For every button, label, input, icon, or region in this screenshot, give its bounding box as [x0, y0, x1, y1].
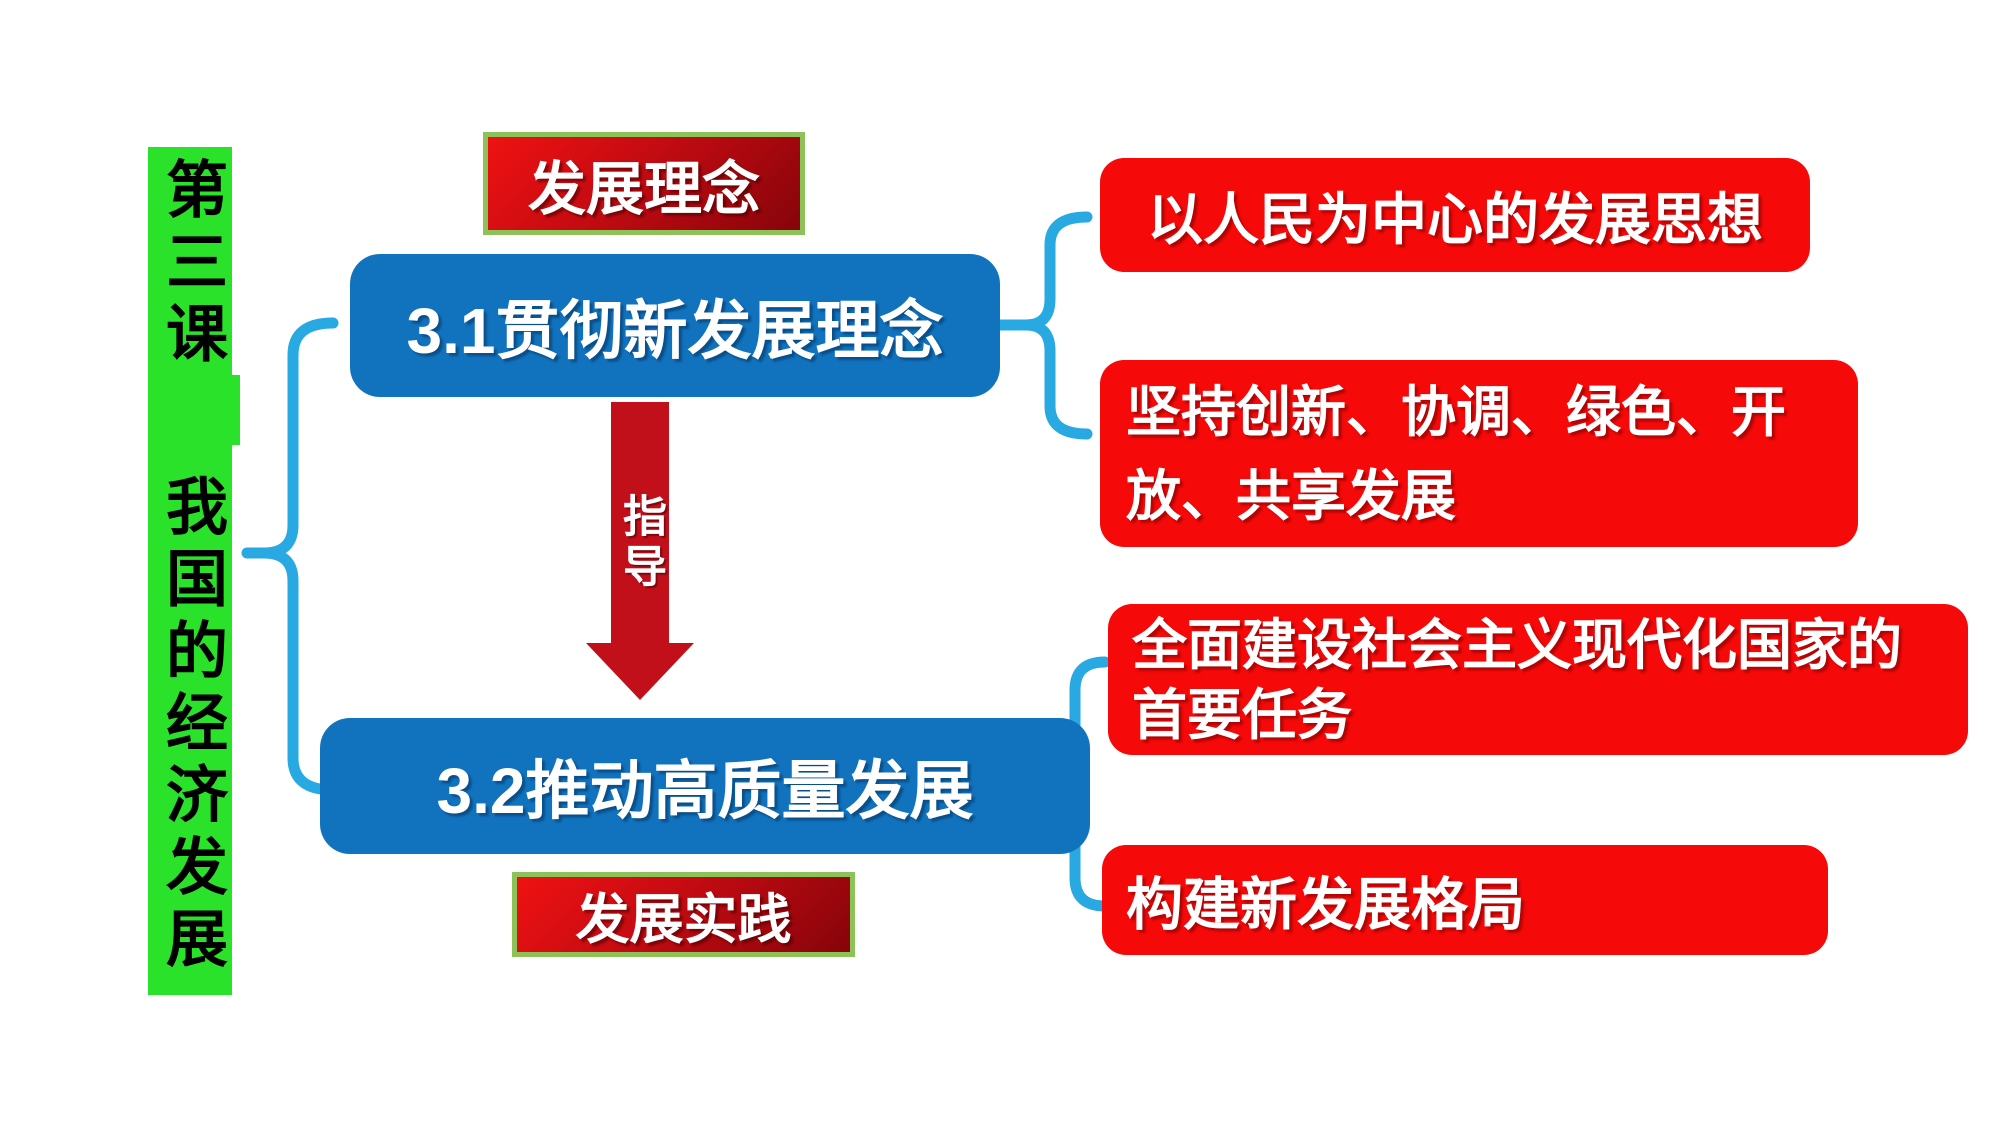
section1-brace-connector	[1020, 211, 1093, 440]
lesson-bar	[148, 147, 232, 995]
lesson-number: 第三课	[156, 156, 225, 373]
guide-arrow	[586, 402, 694, 700]
practice-label: 发展实践	[512, 872, 855, 957]
guide-arrow-label: 指导	[616, 493, 665, 593]
lesson-title: 我国的经济发展	[156, 473, 225, 978]
concept-label: 发展理念	[483, 132, 805, 235]
point-new-pattern: 构建新发展格局	[1102, 845, 1828, 955]
point-people-centered: 以人民为中心的发展思想	[1100, 158, 1810, 272]
point-five-concepts: 坚持创新、协调、绿色、开放、共享发展	[1100, 360, 1858, 547]
section-3-2-box: 3.2推动高质量发展	[320, 718, 1090, 854]
lesson-brace-connector	[258, 317, 339, 796]
lesson-bar-gap-block	[148, 375, 240, 445]
section-3-1-box: 3.1贯彻新发展理念	[350, 254, 1000, 397]
point-primary-task: 全面建设社会主义现代化国家的首要任务	[1108, 604, 1968, 755]
